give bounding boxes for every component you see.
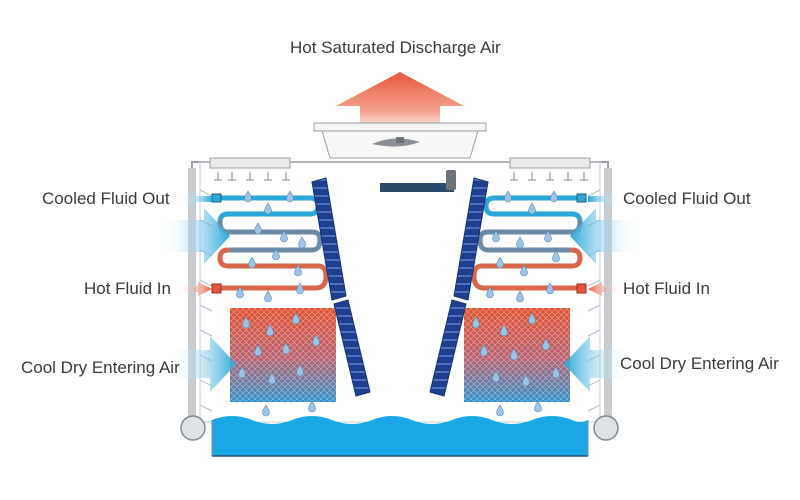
cooled-fluid-out-arrow-right xyxy=(588,192,620,206)
cool-dry-air-label-left: Cool Dry Entering Air xyxy=(21,358,180,377)
heat-exchange-coil-right xyxy=(471,195,585,291)
entering-air-arrow-lower-left xyxy=(170,336,236,392)
drift-eliminator-right xyxy=(429,177,489,397)
water-basin xyxy=(212,416,588,456)
motor-icon xyxy=(380,183,454,192)
hot-fluid-in-label-left: Hot Fluid In xyxy=(84,279,171,298)
fan-icon xyxy=(372,137,420,147)
spray-nozzles xyxy=(214,172,588,181)
entering-air-arrow-upper-left xyxy=(160,208,230,264)
heat-exchange-coil-left xyxy=(215,195,329,291)
hot-fluid-in-label-right: Hot Fluid In xyxy=(623,279,710,298)
hot-fluid-in-arrow-left xyxy=(178,282,212,296)
drift-eliminator-left xyxy=(311,177,371,397)
cooled-fluid-out-arrow-left xyxy=(180,192,212,206)
entering-air-arrow-lower-right xyxy=(564,336,630,392)
entering-air-arrow-upper-right xyxy=(570,208,640,264)
cooled-fluid-out-label-right: Cooled Fluid Out xyxy=(623,189,751,208)
discharge-air-label: Hot Saturated Discharge Air xyxy=(290,38,501,57)
cooled-fluid-out-label-left: Cooled Fluid Out xyxy=(42,189,170,208)
fill-media-left xyxy=(230,308,336,402)
hot-fluid-in-arrow-right xyxy=(588,282,622,296)
fan-deck xyxy=(313,122,487,132)
cool-dry-air-label-right: Cool Dry Entering Air xyxy=(620,354,779,373)
